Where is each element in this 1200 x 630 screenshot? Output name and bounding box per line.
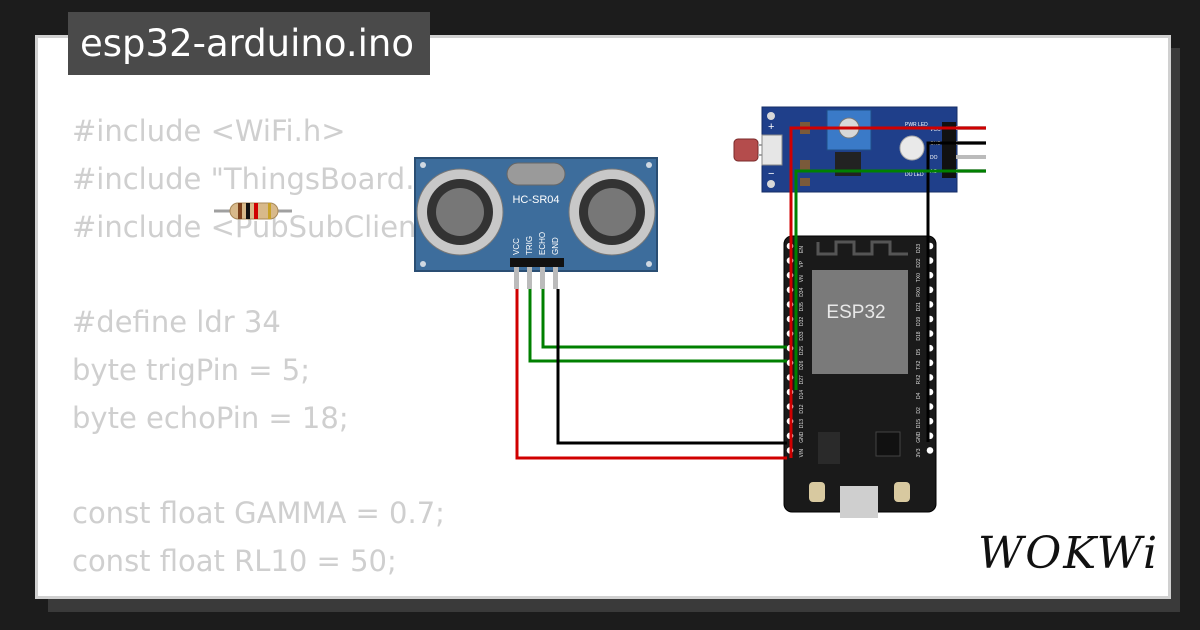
esp32-pin-label: D22 xyxy=(916,258,922,267)
code-line: #define ldr 34 xyxy=(72,305,281,340)
code-line: byte echoPin = 18; xyxy=(72,400,349,435)
esp32-pin-label: D33 xyxy=(799,331,805,340)
esp32-pin-label: D4 xyxy=(916,392,922,399)
code-line: #include <WiFi.h> xyxy=(72,114,346,148)
boot-button[interactable] xyxy=(809,482,825,502)
ldr-pwr-led-label: PWR LED xyxy=(905,122,928,128)
wire-ldr-gnd-black xyxy=(926,141,986,442)
esp32-pin-hole[interactable] xyxy=(926,447,934,454)
wire-vcc-red xyxy=(515,289,787,460)
esp32-pin-label: D19 xyxy=(916,317,922,326)
esp32-pin-label: D12 xyxy=(799,404,805,413)
esp32-pin-label: RX2 xyxy=(916,374,922,384)
esp32-pin-label: D34 xyxy=(799,287,805,296)
esp32-pin-label: D21 xyxy=(916,302,922,311)
esp32-pin-label: D14 xyxy=(799,390,805,399)
esp32-pin-label: VP xyxy=(799,260,805,267)
ultrasonic-transducer-right xyxy=(568,168,656,256)
ultrasonic-pin-gnd: GND xyxy=(551,237,560,255)
esp32-pin-label: D15 xyxy=(916,419,922,428)
wire-ldr-ao-green xyxy=(794,169,986,390)
ultrasonic-pin-vcc: VCC xyxy=(512,238,521,255)
ldr-do-led-label: DO LED xyxy=(905,172,924,178)
file-tab[interactable]: esp32-arduino.ino xyxy=(68,12,430,75)
esp32-pin-label: GND xyxy=(799,431,805,443)
esp32-pin-label: D35 xyxy=(799,302,805,311)
esp32-pin-label: VN xyxy=(799,275,805,282)
ldr-pin-do: DO xyxy=(930,155,938,161)
reset-button[interactable] xyxy=(894,482,910,502)
esp32-pin-label: D2 xyxy=(916,407,922,414)
esp32-pin-label: EN xyxy=(799,246,805,253)
esp32-pin-label: D26 xyxy=(799,360,805,369)
code-line: byte trigPin = 5; xyxy=(72,352,311,387)
file-tab-label: esp32-arduino.ino xyxy=(80,22,414,65)
ultrasonic-model-label: HC-SR04 xyxy=(512,194,559,206)
resistor[interactable] xyxy=(214,202,292,220)
esp32-pin-label: D27 xyxy=(799,375,805,384)
wire-trig-green xyxy=(528,289,787,363)
wire-gnd-black xyxy=(556,289,787,445)
esp32-pin-label: D25 xyxy=(799,346,805,355)
ldr-plus-label: + xyxy=(768,121,774,133)
esp32-pin-label: D32 xyxy=(799,317,805,326)
esp32-chip-label: ESP32 xyxy=(826,302,885,323)
esp32-pin-label: D23 xyxy=(916,244,922,253)
wires xyxy=(515,126,986,460)
usb-port xyxy=(840,486,878,518)
esp32-pin-label: TX0 xyxy=(916,273,922,282)
code-preview: #include <WiFi.h> #include "ThingsBoard. #… xyxy=(72,108,445,596)
esp32-pin-label: GND xyxy=(916,431,922,443)
esp32-pin-label: 3V3 xyxy=(916,448,922,457)
wire-ldr-vcc-red xyxy=(789,126,986,458)
ultrasonic-sensor[interactable]: HC-SR04 VCC TRIG ECHO GND xyxy=(414,157,658,289)
ldr-module[interactable]: + − PWR LED DO LED VCC GND DO AO xyxy=(733,106,986,193)
esp32-pin-label: D18 xyxy=(916,331,922,340)
esp32-board[interactable]: ESP32 ENVPVND34D35D32D33D25D26D27D14D12D… xyxy=(783,235,937,518)
esp32-pin-label: D13 xyxy=(799,419,805,428)
esp32-pin-label: VIN xyxy=(799,449,805,458)
ultrasonic-pin-echo: ECHO xyxy=(538,232,547,255)
wire-echo-green xyxy=(541,289,787,349)
code-line: #define ... ... 0.034 xyxy=(72,586,445,596)
ultrasonic-pin-trig: TRIG xyxy=(525,236,534,255)
code-line: #include <PubSubClien xyxy=(72,209,417,244)
esp32-pin-label: RX0 xyxy=(916,287,922,297)
esp32-pin-label: D5 xyxy=(916,349,922,356)
ultrasonic-transducer-left xyxy=(416,168,504,256)
wokwi-logo-text: WOKWi xyxy=(978,528,1160,579)
code-line: const float GAMMA = 0.7; xyxy=(72,496,445,531)
code-line: #include "ThingsBoard. xyxy=(72,161,415,196)
ldr-pin-vcc: VCC xyxy=(930,127,941,133)
ldr-minus-label: − xyxy=(768,168,774,180)
wokwi-logo: WOKWi xyxy=(978,528,1159,579)
esp32-pin-label: TX2 xyxy=(916,360,922,369)
code-line: const float RL10 = 50; xyxy=(72,544,397,579)
